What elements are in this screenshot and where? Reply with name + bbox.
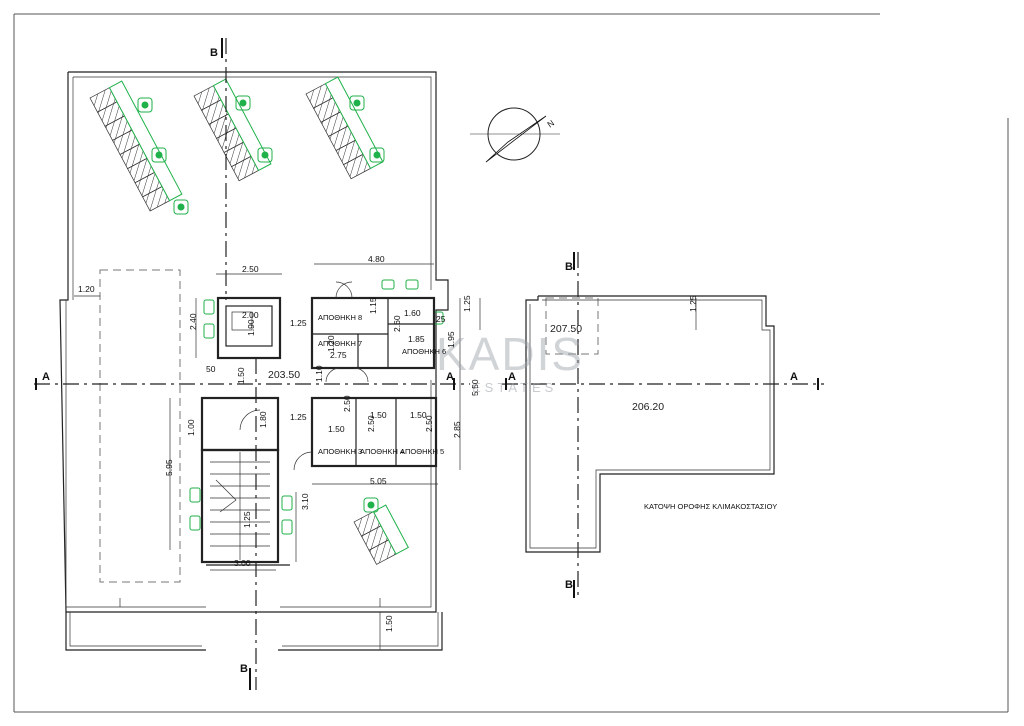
ac-units <box>189 279 444 535</box>
dim-1-25-b: 1.25 <box>462 295 472 312</box>
room-storage-4: ΑΠΟΘΗΚΗ 4 <box>360 447 404 456</box>
dim-1-95: 1.95 <box>446 331 456 348</box>
storage-block-upper <box>310 281 436 383</box>
section-marker-a-mid: A <box>446 371 454 383</box>
dim-2-50-b: 2.50 <box>366 415 376 432</box>
dim-1-25-c: 1.25 <box>290 412 307 422</box>
section-marker-b-right-bottom: B <box>565 579 573 591</box>
elevation-roof-main: 206.20 <box>632 401 664 413</box>
north-arrow <box>470 107 560 163</box>
stair-roof-plan <box>525 295 775 553</box>
solar-panels-bottom <box>353 504 409 565</box>
roof-outline <box>59 71 449 651</box>
dim-2-60: 2.60 <box>392 315 402 332</box>
dim-2-50-a: 2.50 <box>342 395 352 412</box>
section-marker-b-bottom: B <box>240 663 248 675</box>
dim-2-50-top: 2.50 <box>242 264 259 274</box>
dim-1-90: 1.90 <box>246 319 256 336</box>
room-storage-5: ΑΠΟΘΗΚΗ 5 <box>400 447 444 456</box>
dim-50: 50 <box>206 364 216 374</box>
dim-1-00: 1.00 <box>186 419 196 436</box>
section-marker-a-left: A <box>42 371 50 383</box>
dim-1-60: 1.60 <box>404 308 421 318</box>
dim-5-50: 5.50 <box>470 379 480 396</box>
section-lines <box>34 38 824 690</box>
elevation-roof-top: 207.50 <box>550 323 582 335</box>
elevator-shaft <box>216 296 282 360</box>
storage-block-lower <box>293 396 438 471</box>
dim-3-10: 3.10 <box>300 493 310 510</box>
dim-1-25-roof: 1.25 <box>688 295 698 312</box>
solar-panels-left <box>89 80 183 212</box>
dimension-lines <box>74 263 697 650</box>
dim-1-25-d: 1.25 <box>242 511 252 528</box>
watermark-sub: ESTATES <box>472 380 557 395</box>
room-storage-3: ΑΠΟΘΗΚΗ 3 <box>318 447 362 456</box>
dim-1-15: 1.15 <box>368 297 378 314</box>
room-storage-7: ΑΠΟΘΗΚΗ 7 <box>318 339 362 348</box>
elevation-main-floor: 203.50 <box>268 369 300 381</box>
dim-25: 25 <box>436 314 446 324</box>
solar-panels-right <box>305 76 384 180</box>
dashed-stair-outline <box>545 297 599 355</box>
dim-2-50-c: 2.50 <box>424 415 434 432</box>
dim-1-25-a: 1.25 <box>290 318 307 328</box>
dim-2-40: 2.40 <box>188 313 198 330</box>
watermark-main: KADIS <box>436 328 584 380</box>
room-storage-6: ΑΠΟΘΗΚΗ 6 <box>402 347 446 356</box>
dim-1-10: 1.10 <box>314 365 324 382</box>
dim-3-00: 3.00 <box>234 558 251 568</box>
dim-1-85: 1.85 <box>408 334 425 344</box>
dim-1-80: 1.80 <box>258 411 268 428</box>
dashed-void-outline <box>99 269 181 583</box>
section-marker-b-top: B <box>210 47 218 59</box>
north-label: N <box>545 118 556 130</box>
section-marker-a-right-2: A <box>790 371 798 383</box>
dim-2-75: 2.75 <box>330 350 347 360</box>
water-heater-tanks <box>137 95 385 513</box>
dim-4-80: 4.80 <box>368 254 385 264</box>
dim-1-20-left: 1.20 <box>78 284 95 294</box>
solar-panels-middle <box>193 78 272 182</box>
dim-1-50-d: 1.50 <box>410 410 427 420</box>
dim-2-00: 2.00 <box>242 310 259 320</box>
dim-1-50-b: 1.50 <box>328 424 345 434</box>
sheet-border <box>13 13 1009 713</box>
dim-1-50-c: 1.50 <box>370 410 387 420</box>
dim-1-50-a: 1.50 <box>236 367 246 384</box>
dim-1-50-e: 1.50 <box>384 615 394 632</box>
section-marker-a-right-1: A <box>508 371 516 383</box>
dim-1-20-mid: 1.20 <box>326 335 336 352</box>
dim-5-95: 5.95 <box>164 459 174 476</box>
room-storage-8: ΑΠΟΘΗΚΗ 8 <box>318 313 362 322</box>
stair-core <box>200 396 290 566</box>
dim-2-85: 2.85 <box>452 421 462 438</box>
drawing-caption: ΚΑΤΟΨΗ ΟΡΟΦΗΣ ΚΛΙΜΑΚΟΣΤΑΣΙΟΥ <box>644 502 777 511</box>
section-marker-b-right-top: B <box>565 261 573 273</box>
dim-5-05: 5.05 <box>370 476 387 486</box>
